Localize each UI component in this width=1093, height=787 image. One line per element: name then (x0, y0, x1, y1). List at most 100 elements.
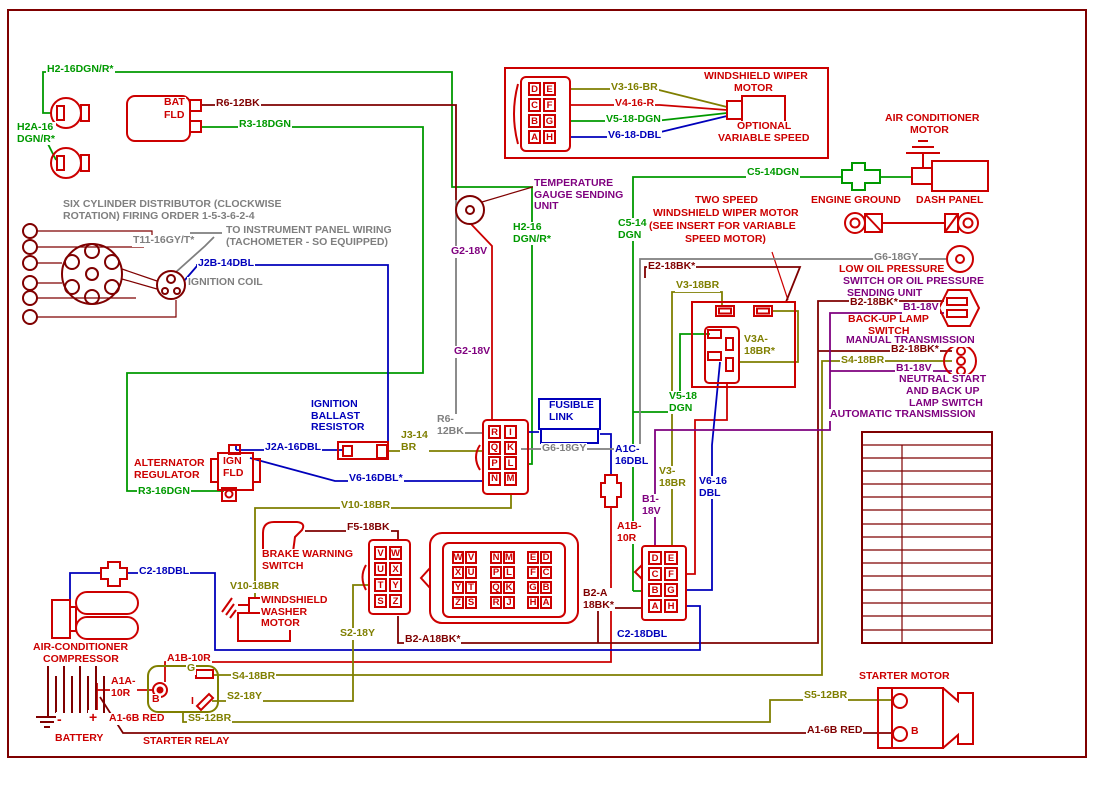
ac-motor-ground-icon (906, 135, 940, 168)
label-b2a-wire-2: B2-A18BK* (404, 633, 462, 646)
ac-motor-body (931, 160, 989, 192)
label-fusible-link: FUSIBLE LINK (548, 399, 595, 424)
wire-r6-lower (455, 200, 483, 434)
label-compressor-1: AIR-CONDITIONER (32, 641, 130, 654)
connector-center_b-pin-Q: Q (490, 581, 502, 594)
connector-center_b-pin-L: L (503, 566, 515, 579)
connector-bulkhead-pin-R: R (488, 425, 501, 439)
label-r3-wire-bottom: R3-16DGN (137, 485, 191, 498)
connector-bulkhead-pin-N: N (488, 471, 501, 486)
connector-center_b-pin-N: N (490, 551, 502, 564)
label-j2b-wire: J2B-14DBL (197, 257, 256, 270)
label-v5-18-dgn: V5-18-DGN (605, 113, 662, 126)
connector-center_b-pin-R: R (490, 596, 502, 609)
connector-lower_right-pin-H: H (664, 599, 678, 613)
wires-green (42, 71, 912, 592)
wire-v5-dgn (633, 333, 710, 413)
label-alternator-fld: FLD (163, 109, 186, 122)
compressor-cylinder-2 (75, 616, 139, 640)
lower-right-connector (641, 545, 687, 621)
oil-pressure-unit-terminal (955, 254, 965, 264)
connector-wiper_insert-pin-D: D (528, 82, 541, 96)
label-v6-wire-mid: V6-16DBL* (348, 472, 404, 485)
coil-terminal-1 (161, 287, 169, 295)
label-v3-wire-top: V3-18BR (675, 279, 721, 292)
connector-center_a-pin-Z: Z (452, 596, 464, 609)
label-instrument-note: TO INSTRUMENT PANEL WIRING (TACHOMETER -… (225, 224, 393, 249)
label-distributor-note: SIX CYLINDER DISTRIBUTOR (CLOCKWISE ROTA… (62, 198, 283, 223)
label-manual-trans: MANUAL TRANSMISSION (845, 334, 976, 347)
transmission-cooler-grid (862, 444, 992, 643)
wire-c5-dgn (632, 176, 912, 592)
connector-lower_right-pin-B: B (648, 583, 662, 597)
compressor-cylinder-1 (75, 591, 139, 615)
label-regulator-ign-fld: IGN FLD (222, 455, 245, 480)
horn-2-terminal (56, 155, 65, 171)
label-a1b-wire-2: A1B-10R (166, 652, 212, 665)
horn-2-tab (80, 154, 90, 172)
label-b2a-wire-1: B2-A 18BK* (582, 587, 615, 612)
connector-center_c-pin-F: F (527, 566, 539, 579)
label-c2-wire-left: C2-18DBL (138, 565, 191, 578)
label-backup-switch-1: BACK-UP LAMP (847, 313, 930, 326)
label-ac-motor-1: AIR CONDITIONER (884, 112, 981, 125)
two-speed-wiper-motor (691, 301, 796, 388)
label-dash-panel: DASH PANEL (915, 194, 985, 207)
connector-switch_block-pin-V: V (374, 546, 387, 560)
label-wiper-motor-1: WINDSHIELD WIPER (703, 70, 809, 83)
spark-plug-3 (22, 255, 38, 271)
components-maroon (22, 195, 993, 728)
wire-r6-top (201, 104, 457, 200)
wire-g2 (470, 223, 493, 420)
connector-center_a-pin-W: W (452, 551, 464, 564)
wire-h2-dgn (42, 71, 533, 465)
temp-sending-terminal (465, 205, 475, 215)
label-g2-wire-1: G2-18V (450, 245, 489, 258)
connector-center_a-pin-S: S (465, 596, 477, 609)
spark-plug-6 (22, 309, 38, 325)
distributor-cap (61, 243, 123, 305)
wire-a1c (528, 431, 612, 475)
label-t11-wire: T11-16GY/T* (132, 234, 196, 247)
compressor-bracket (51, 599, 71, 639)
label-starter-b: B (910, 725, 920, 738)
label-two-speed-4: SPEED MOTOR) (684, 233, 767, 246)
wiper-insert-box (504, 67, 829, 159)
connector-bulkhead-pin-L: L (504, 456, 517, 470)
wire-e2 (644, 266, 802, 303)
label-s5-wire-left: S5-12BR (187, 712, 233, 725)
label-temp-unit: TEMPERATURE GAUGE SENDING UNIT (533, 177, 625, 213)
components-green (841, 162, 881, 191)
wiper-insert-brace (513, 83, 519, 145)
wire-b1 (654, 312, 952, 546)
connector-center_b-pin-P: P (490, 566, 502, 579)
connector-bulkhead-pin-P: P (488, 456, 501, 470)
bulkhead-connector (482, 419, 529, 495)
label-starter-motor: STARTER MOTOR (858, 670, 951, 683)
connector-center_c-pin-G: G (527, 581, 539, 594)
label-regulator: ALTERNATOR REGULATOR (133, 457, 206, 482)
label-v5-wire: V5-18 DGN (668, 390, 699, 415)
label-battery-minus: - (56, 711, 63, 728)
spark-plug-wires (37, 230, 177, 318)
backup-switch-slot-1 (946, 297, 968, 306)
connector-lower_right-pin-E: E (664, 551, 678, 565)
temp-sending-unit (455, 195, 485, 225)
connector-center_b-pin-K: K (503, 581, 515, 594)
label-brake-switch: BRAKE WARNING SWITCH (261, 548, 354, 573)
label-c5-wire-top: C5-14DGN (746, 166, 800, 179)
wires-violet (654, 312, 952, 546)
label-auto-trans: AUTOMATIC TRANSMISSION (829, 408, 977, 421)
label-a1-6b-left: A1-6B RED (108, 712, 166, 725)
connector-lower_right-pin-D: D (648, 551, 662, 565)
two-speed-slot-1 (715, 305, 735, 317)
connector-wiper_insert-pin-C: C (528, 98, 541, 112)
label-e2-wire: E2-18BK* (647, 260, 697, 273)
coil-center-terminal (166, 274, 176, 284)
connector-center_b-pin-M: M (503, 551, 515, 564)
connector-wiper_insert-pin-F: F (543, 98, 556, 112)
label-two-speed-3: (SEE INSERT FOR VARIABLE (648, 220, 797, 233)
connector-center_c-pin-E: E (527, 551, 539, 564)
wire-v3 (671, 291, 723, 546)
